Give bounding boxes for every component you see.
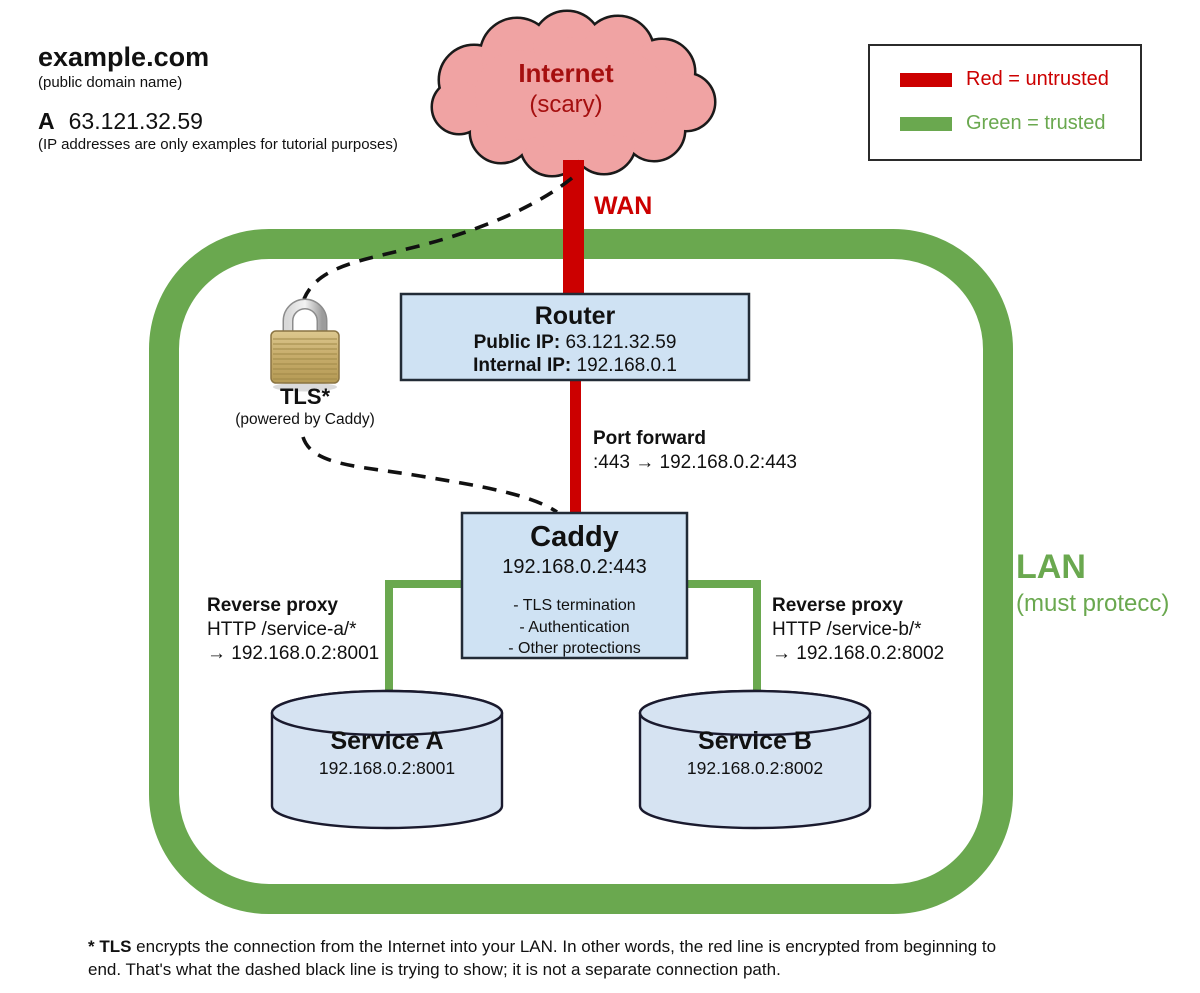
legend-red-swatch xyxy=(900,72,952,87)
caddy-feature: - Authentication xyxy=(519,618,630,636)
reverse-proxy-a-annotation: Reverse proxy HTTP /service-a/* → 192.16… xyxy=(207,594,379,666)
router-node: Router Public IP: 63.121.32.59 Internal … xyxy=(401,301,749,377)
legend-green-label: Green = trusted xyxy=(966,112,1106,134)
tls-footnote-prefix: * TLS xyxy=(88,937,132,956)
port-forward-rule: :443 → 192.168.0.2:443 xyxy=(593,452,797,473)
caddy-address: 192.168.0.2:443 xyxy=(502,556,647,578)
service-a-title: Service A xyxy=(330,727,444,755)
lan-sublabel: (must protecc) xyxy=(1016,590,1170,617)
dns-record-ip: 63.121.32.59 xyxy=(68,108,203,134)
internet-sublabel: (scary) xyxy=(529,91,603,118)
dns-record-type: A xyxy=(38,108,55,134)
router-public-ip-label: Public IP: xyxy=(473,332,561,353)
reverse-proxy-b-target: → 192.168.0.2:8002 xyxy=(772,643,945,664)
reverse-proxy-a-target: → 192.168.0.2:8001 xyxy=(207,643,380,664)
service-a-address: 192.168.0.2:8001 xyxy=(318,758,456,778)
service-b-node: Service B 192.168.0.2:8002 xyxy=(640,726,870,780)
internet-label: Internet xyxy=(518,58,614,88)
tls-subtitle: (powered by Caddy) xyxy=(235,411,375,428)
caddy-node: Caddy 192.168.0.2:443 - TLS termination … xyxy=(462,521,687,660)
service-a-node: Service A 192.168.0.2:8001 xyxy=(272,726,502,780)
connector-caddy-service-b xyxy=(687,580,761,700)
dns-note: (IP addresses are only examples for tuto… xyxy=(38,136,398,153)
public-domain-note: (public domain name) xyxy=(38,74,183,91)
reverse-proxy-b-rule: HTTP /service-b/* xyxy=(772,619,922,640)
router-public-ip: Public IP: 63.121.32.59 xyxy=(401,331,749,354)
legend-row-trusted: Green = trusted xyxy=(900,112,1106,135)
legend: Red = untrusted Green = trusted xyxy=(868,44,1142,161)
port-forward-annotation: Port forward :443 → 192.168.0.2:443 xyxy=(593,427,797,475)
router-internal-ip-value: 192.168.0.1 xyxy=(576,355,677,376)
tls-footnote-line2: end. That's what the dashed black line i… xyxy=(88,960,781,979)
tls-footnote-line1: * TLS encrypts the connection from the I… xyxy=(88,935,1093,958)
tls-annotation: TLS* (powered by Caddy) xyxy=(205,384,405,430)
lock-icon xyxy=(270,298,340,392)
service-b-address: 192.168.0.2:8002 xyxy=(686,758,824,778)
service-b-cylinder xyxy=(638,689,872,830)
legend-red-label: Red = untrusted xyxy=(966,68,1109,90)
caddy-title: Caddy xyxy=(530,521,619,553)
reverse-proxy-b-annotation: Reverse proxy HTTP /service-b/* → 192.16… xyxy=(772,594,944,666)
reverse-proxy-b-title: Reverse proxy xyxy=(772,595,903,616)
connector-caddy-service-a xyxy=(385,580,462,700)
port-forward-line xyxy=(570,376,581,516)
caddy-feature: - Other protections xyxy=(508,640,641,657)
internet-cloud xyxy=(430,9,717,178)
dns-a-record: A 63.121.32.59 xyxy=(38,108,203,135)
wan-line xyxy=(563,160,584,297)
tls-footnote-line1-text: encrypts the connection from the Interne… xyxy=(131,937,997,956)
caddy-box xyxy=(460,511,689,660)
tls-title: TLS* xyxy=(279,384,331,409)
legend-green-swatch xyxy=(900,116,952,131)
port-forward-title: Port forward xyxy=(593,428,706,449)
caddy-feature: - TLS termination xyxy=(513,597,636,614)
service-a-cylinder xyxy=(270,689,504,830)
lan-label: LAN xyxy=(1016,548,1086,586)
reverse-proxy-a-rule: HTTP /service-a/* xyxy=(207,619,357,640)
caddy-features: - TLS termination - Authentication - Oth… xyxy=(462,595,687,660)
tls-encryption-dashed-path xyxy=(301,176,574,514)
public-domain-name: example.com xyxy=(38,42,210,72)
service-b-title: Service B xyxy=(698,727,812,755)
router-internal-ip: Internal IP: 192.168.0.1 xyxy=(401,354,749,377)
router-internal-ip-label: Internal IP: xyxy=(473,355,572,376)
router-public-ip-value: 63.121.32.59 xyxy=(565,332,677,353)
wan-label: WAN xyxy=(594,192,653,220)
reverse-proxy-a-title: Reverse proxy xyxy=(207,595,338,616)
router-box xyxy=(399,292,751,382)
tls-footnote: * TLS encrypts the connection from the I… xyxy=(88,935,1093,981)
router-title: Router xyxy=(534,302,616,330)
legend-row-untrusted: Red = untrusted xyxy=(900,68,1109,91)
